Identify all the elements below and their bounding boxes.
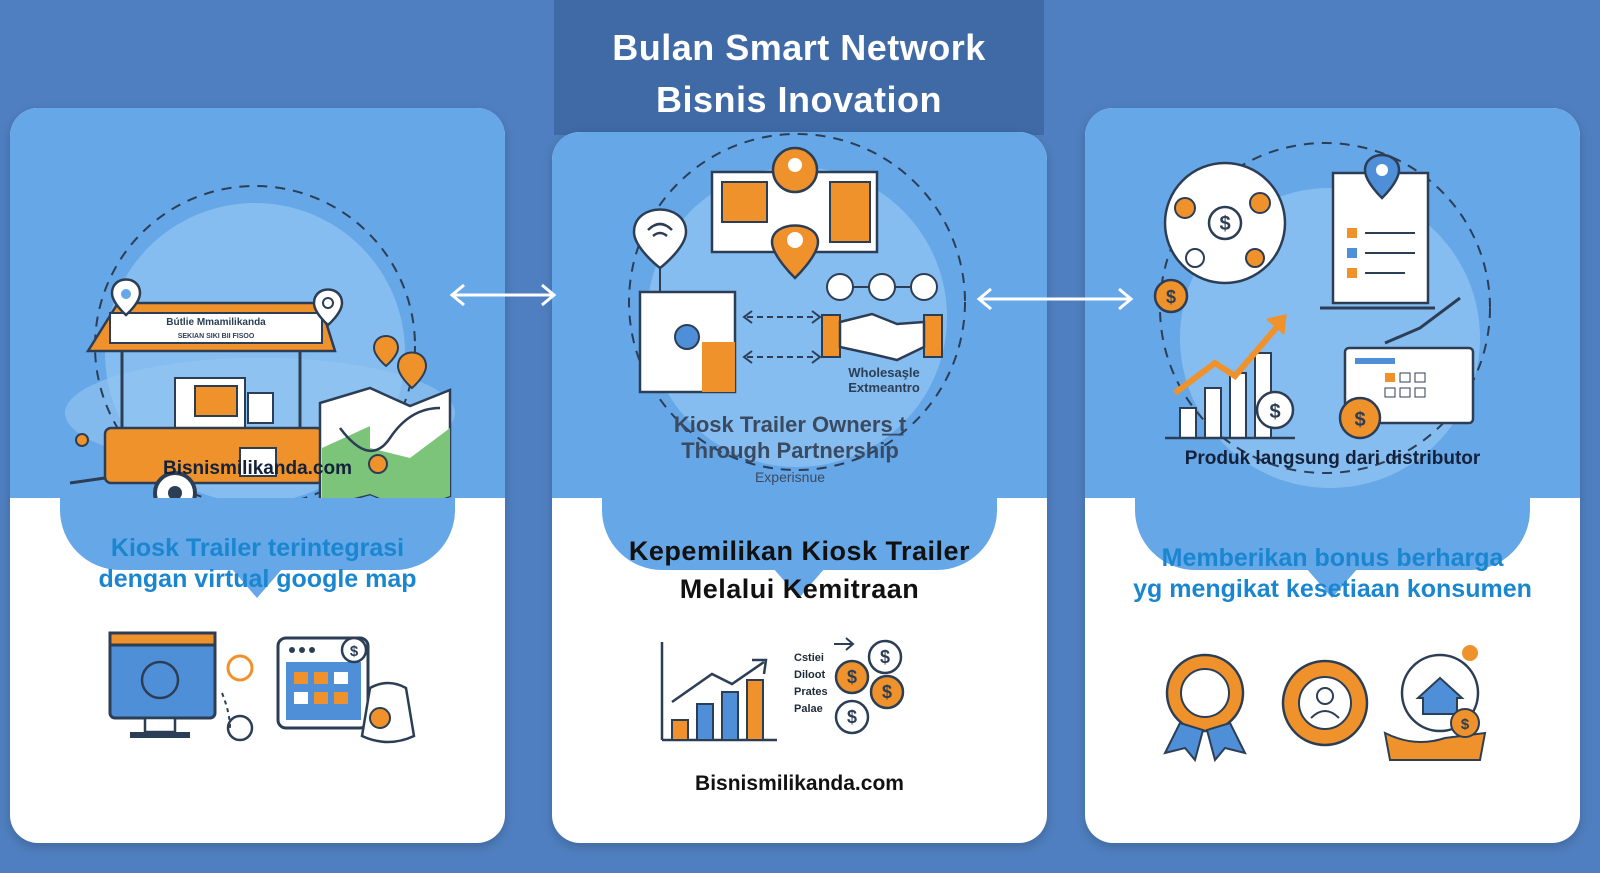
map-pin-icon <box>770 224 820 280</box>
double-arrow-icon <box>742 310 822 364</box>
mini-label-2: Diloot <box>794 669 826 681</box>
illus-title-line-3: Experisnue <box>755 469 825 485</box>
svg-text:$: $ <box>847 707 857 727</box>
badge-icon <box>1281 659 1369 747</box>
card-site-label: Bisnismilikanda.com <box>162 458 352 479</box>
card-notch <box>1306 568 1358 598</box>
kiosk-trailer-icon: Bútlie Mmamilikanda SEKIAN SIKI BII FISO… <box>69 278 337 498</box>
dollar-coins-icon: $ $ $ $ <box>834 637 905 735</box>
card-top-curve <box>1135 498 1530 570</box>
dollar-icon <box>340 636 368 664</box>
dollar-icon <box>1450 708 1480 738</box>
svg-text:$: $ <box>1166 287 1176 307</box>
card-caption: Kiosk Trailer terintegrasi dengan virtua… <box>10 533 505 595</box>
caption-line-1: Kiosk Trailer terintegrasi <box>110 534 405 562</box>
distributor-illustration: $ $ $ <box>1153 142 1491 488</box>
wholesale-label: Wholesaşle <box>848 365 920 380</box>
partnership-illustration: Wholesaşle Extmeantro Kiosk Trailer Owne… <box>628 133 966 485</box>
caption-line-2: Melalui Kemitraan <box>679 574 920 604</box>
connector-arrow-1 <box>449 283 557 307</box>
kiosk-map-illustration: Bútlie Mmamilikanda SEKIAN SIKI BII FISO… <box>65 185 455 498</box>
mini-label-4: Palae <box>794 703 823 715</box>
mini-label-1: Cstiei <box>794 652 824 664</box>
caption-line-2: yg mengikat kesetiaan konsumen <box>1133 575 1532 603</box>
card-top-curve <box>60 498 455 570</box>
card-loyalty: $ $ $ <box>1085 108 1580 843</box>
svg-text:$: $ <box>1354 409 1365 431</box>
dollar-icon <box>1153 278 1189 314</box>
map-pin-icon <box>1363 153 1401 200</box>
calendar-icon: $ <box>1338 296 1475 440</box>
cycle-icon: $ $ <box>1153 161 1287 314</box>
wifi-pin-icon <box>632 208 688 297</box>
monitor-icon <box>108 631 254 742</box>
title-line-2: Bisnis Inovation <box>655 79 943 120</box>
card-notch <box>231 568 283 598</box>
card-kiosk-map: Bútlie Mmamilikanda SEKIAN SIKI BII FISO… <box>10 108 505 843</box>
growth-chart-icon <box>660 642 777 742</box>
map-pin-icon <box>396 351 428 390</box>
mini-label-3: Prates <box>794 686 828 698</box>
card-caption: Memberikan bonus berharga yg mengikat ke… <box>1085 543 1580 605</box>
illus-title-line-1: Kiosk Trailer Owners͟ t <box>674 412 907 437</box>
svg-text:$: $ <box>847 667 857 687</box>
card-notch <box>773 568 825 598</box>
title-line-1: Bulan Smart Network <box>612 27 986 68</box>
illus-title-line-2: Through Partnership <box>681 438 899 463</box>
caption-line-1: Kepemilikan Kiosk Trailer <box>628 536 971 566</box>
card-bottom-icons: $ <box>1163 645 1487 763</box>
document-icon <box>1320 153 1435 310</box>
card-partnership: Wholesaşle Extmeantro Kiosk Trailer Owne… <box>552 132 1047 843</box>
caption-line-2: dengan virtual google map <box>98 565 417 593</box>
dollar-icon <box>1255 390 1295 430</box>
gift-badge-icon: $ <box>1383 645 1487 761</box>
svg-text:$: $ <box>1219 213 1230 235</box>
browser-icon: $ <box>276 636 416 744</box>
card-top-label: Produk langsung dari distributor <box>1184 448 1481 469</box>
svg-text:$: $ <box>350 643 359 660</box>
svg-text:$: $ <box>880 647 890 667</box>
wholesale-sublabel: Extmeantro <box>848 380 920 395</box>
svg-text:$: $ <box>882 682 892 702</box>
svg-text:$: $ <box>1269 401 1280 423</box>
map-icon <box>312 288 452 498</box>
mini-legend: Cstiei Diloot Prates Palae <box>794 650 828 718</box>
card-bottom-icons: $ <box>108 631 416 744</box>
header-band <box>554 0 1044 135</box>
card-top-curve <box>602 498 997 570</box>
card-caption: Kepemilikan Kiosk Trailer Melalui Kemitr… <box>552 532 1047 608</box>
card-bottom-icons: $ $ $ $ <box>660 637 905 742</box>
kiosk-sign-text: Bútlie Mmamilikanda <box>166 317 266 328</box>
badge-icon <box>1163 653 1247 763</box>
connector-arrow-2 <box>976 287 1134 311</box>
page-title: Bulan Smart Network Bisnis Inovation <box>554 22 1044 126</box>
card-site-label: Bisnismilikanda.com <box>695 772 904 795</box>
handshake-icon <box>821 273 943 362</box>
growth-chart-icon: $ <box>1165 314 1295 440</box>
dollar-icon <box>1338 396 1382 440</box>
caption-line-1: Memberikan bonus berharga <box>1161 544 1504 572</box>
svg-text:$: $ <box>1461 716 1470 733</box>
kiosk-sign-subtext: SEKIAN SIKI BII FISOO <box>178 333 255 340</box>
partners-board-icon <box>710 146 879 280</box>
door-kiosk-icon <box>638 290 737 394</box>
